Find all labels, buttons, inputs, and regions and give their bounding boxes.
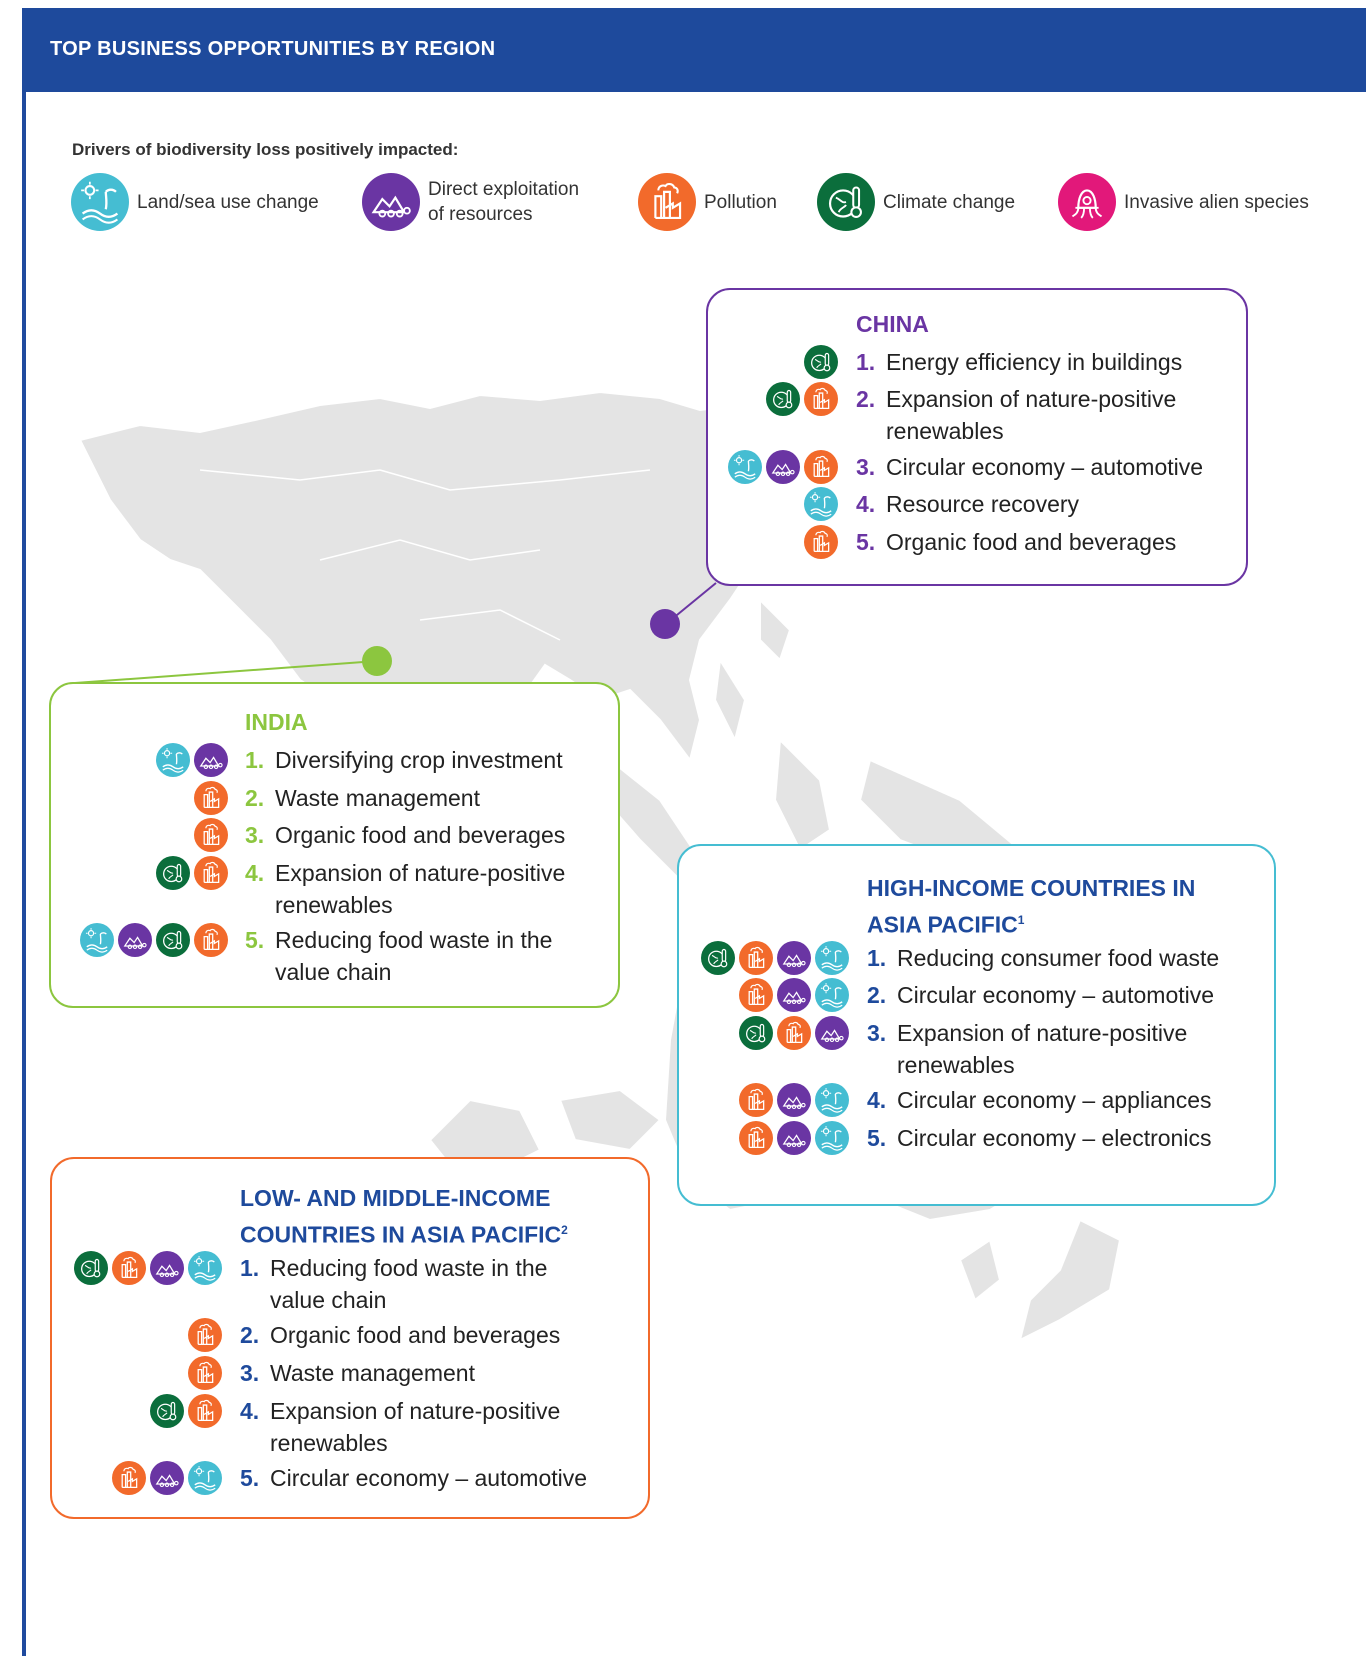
opportunity-high-income-5: 5.Circular economy – electronics [867, 1125, 1212, 1151]
pollution-icon [188, 1356, 222, 1390]
climate-icon [156, 856, 190, 890]
region-title-high-income: HIGH-INCOME COUNTRIES IN ASIA PACIFIC1 [867, 875, 1196, 938]
driver-icons [0, 1251, 226, 1285]
legend-item-climate: Climate change [817, 173, 1015, 231]
pollution-icon [112, 1461, 146, 1495]
legend-item-land-sea: Land/sea use change [71, 173, 319, 231]
region-card-low-income [50, 1157, 650, 1519]
pollution-icon [194, 781, 228, 815]
driver-icons [0, 781, 232, 815]
driver-icons [0, 941, 853, 975]
page-title: TOP BUSINESS OPPORTUNITIES BY REGION [50, 38, 496, 60]
legend-item-invasive: Invasive alien species [1058, 173, 1309, 231]
opportunity-low-income-2: 2.Organic food and beverages [240, 1322, 561, 1348]
driver-icons [0, 1461, 226, 1495]
pollution-icon [188, 1318, 222, 1352]
driver-icons [0, 382, 842, 416]
opportunity-china-3: 3.Circular economy – automotive [856, 454, 1204, 480]
opportunity-high-income-4: 4.Circular economy – appliances [867, 1087, 1212, 1113]
opportunity-high-income-2: 2.Circular economy – automotive [867, 982, 1215, 1008]
resources-icon [777, 1121, 811, 1155]
opportunity-india-3: 3.Organic food and beverages [245, 822, 566, 848]
land-sea-icon [815, 1083, 849, 1117]
driver-icons [0, 1356, 226, 1390]
climate-icon [739, 1016, 773, 1050]
driver-icons [0, 525, 842, 559]
land-sea-icon [815, 941, 849, 975]
pollution-icon [194, 856, 228, 890]
driver-icons [0, 1083, 853, 1117]
resources-icon [777, 1083, 811, 1117]
india-marker [362, 646, 392, 676]
region-card-high-income [677, 844, 1276, 1206]
land-sea-icon [815, 1121, 849, 1155]
header-bar: TOP BUSINESS OPPORTUNITIES BY REGION [22, 8, 1366, 92]
pollution-icon [804, 525, 838, 559]
climate-icon [766, 382, 800, 416]
opportunity-low-income-3: 3.Waste management [240, 1360, 475, 1386]
climate-icon [74, 1251, 108, 1285]
driver-icons [0, 1016, 853, 1050]
climate-icon [701, 941, 735, 975]
land-sea-icon [815, 978, 849, 1012]
pollution-icon [112, 1251, 146, 1285]
opportunity-india-2: 2.Waste management [245, 785, 480, 811]
driver-icons [0, 487, 842, 521]
pollution-icon [739, 1121, 773, 1155]
pollution-icon [804, 382, 838, 416]
opportunity-china-5: 5.Organic food and beverages [856, 529, 1177, 555]
land-sea-icon [156, 743, 190, 777]
opportunity-high-income-1: 1.Reducing consumer food waste [867, 945, 1220, 971]
region-title-china: CHINA [856, 311, 929, 337]
driver-icons [0, 1394, 226, 1428]
legend-label: Drivers of biodiversity loss positively … [72, 140, 459, 159]
pollution-icon [739, 941, 773, 975]
driver-icons [0, 978, 853, 1012]
resources-icon [777, 978, 811, 1012]
driver-icons [0, 743, 232, 777]
climate-icon [150, 1394, 184, 1428]
pollution-icon [777, 1016, 811, 1050]
resources-icon [194, 743, 228, 777]
region-title-low-income: LOW- AND MIDDLE-INCOME COUNTRIES IN ASIA… [240, 1185, 568, 1248]
driver-icons [0, 1121, 853, 1155]
opportunity-india-1: 1.Diversifying crop investment [245, 747, 563, 773]
resources-icon [150, 1251, 184, 1285]
land-sea-icon [188, 1251, 222, 1285]
china-marker [650, 609, 680, 639]
land-sea-icon [188, 1461, 222, 1495]
driver-icons [0, 856, 232, 890]
resources-icon [777, 941, 811, 975]
resources-icon [150, 1461, 184, 1495]
resources-icon [815, 1016, 849, 1050]
resources-icon [766, 450, 800, 484]
pollution-icon [194, 818, 228, 852]
legend-item-pollution: Pollution [638, 173, 777, 231]
pollution-icon [739, 1083, 773, 1117]
climate-icon [804, 345, 838, 379]
pollution-icon [739, 978, 773, 1012]
opportunity-china-1: 1.Energy efficiency in buildings [856, 349, 1183, 375]
driver-icons [0, 1318, 226, 1352]
region-title-india: INDIA [245, 709, 308, 735]
driver-icons [0, 345, 842, 379]
pollution-icon [804, 450, 838, 484]
driver-icons [0, 818, 232, 852]
region-card-china [706, 288, 1248, 586]
opportunity-china-4: 4.Resource recovery [856, 491, 1080, 517]
opportunity-low-income-5: 5.Circular economy – automotive [240, 1465, 588, 1491]
pollution-icon [188, 1394, 222, 1428]
land-sea-icon [728, 450, 762, 484]
driver-icons [0, 450, 842, 484]
left-accent-bar [22, 8, 26, 1656]
land-sea-icon [804, 487, 838, 521]
